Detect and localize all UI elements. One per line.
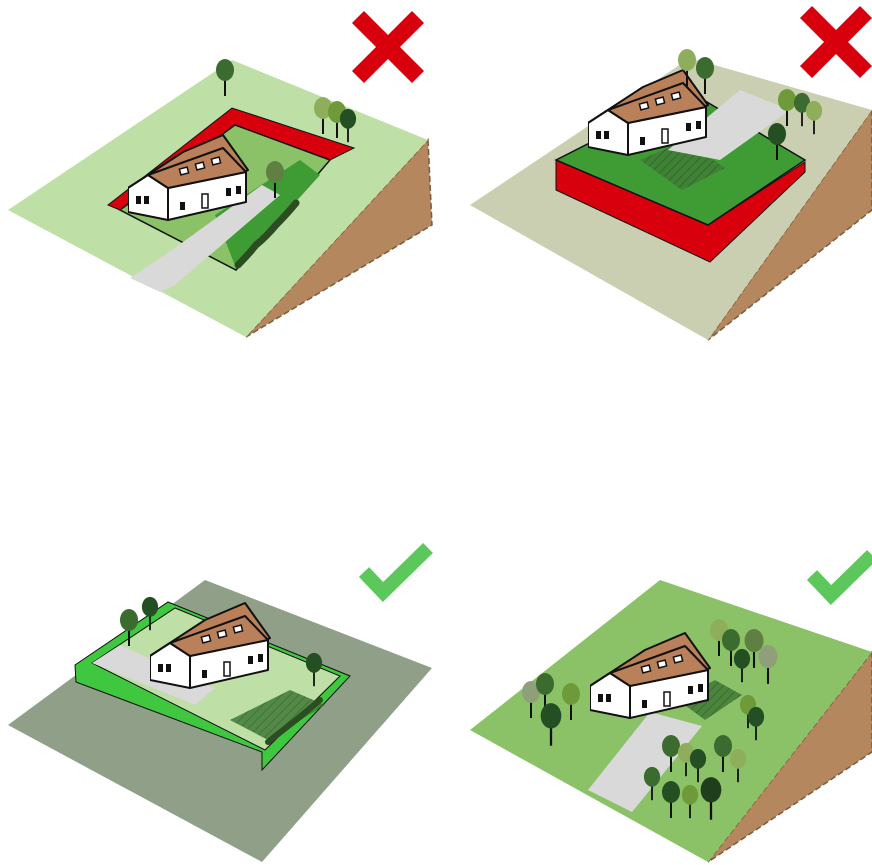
- panel-raised-on-fill: [470, 5, 872, 341]
- panel-flat-terrain: [8, 542, 433, 862]
- lawn-patch: [215, 160, 320, 268]
- panel-following-slope: [470, 549, 872, 863]
- driveway: [668, 90, 790, 160]
- lawn-patch: [678, 680, 742, 720]
- verdict-checkmark-icon: [358, 542, 433, 602]
- verdict-checkmark-icon: [806, 549, 872, 605]
- verdict-cross-icon: [351, 10, 425, 84]
- hedge: [265, 697, 323, 745]
- lawn-patch: [640, 140, 725, 190]
- verdict-cross-icon: [799, 5, 872, 79]
- driveway: [130, 185, 280, 292]
- lawn-patch: [230, 690, 325, 740]
- panel-cut-into-slope: [8, 10, 433, 338]
- hedge: [234, 199, 300, 269]
